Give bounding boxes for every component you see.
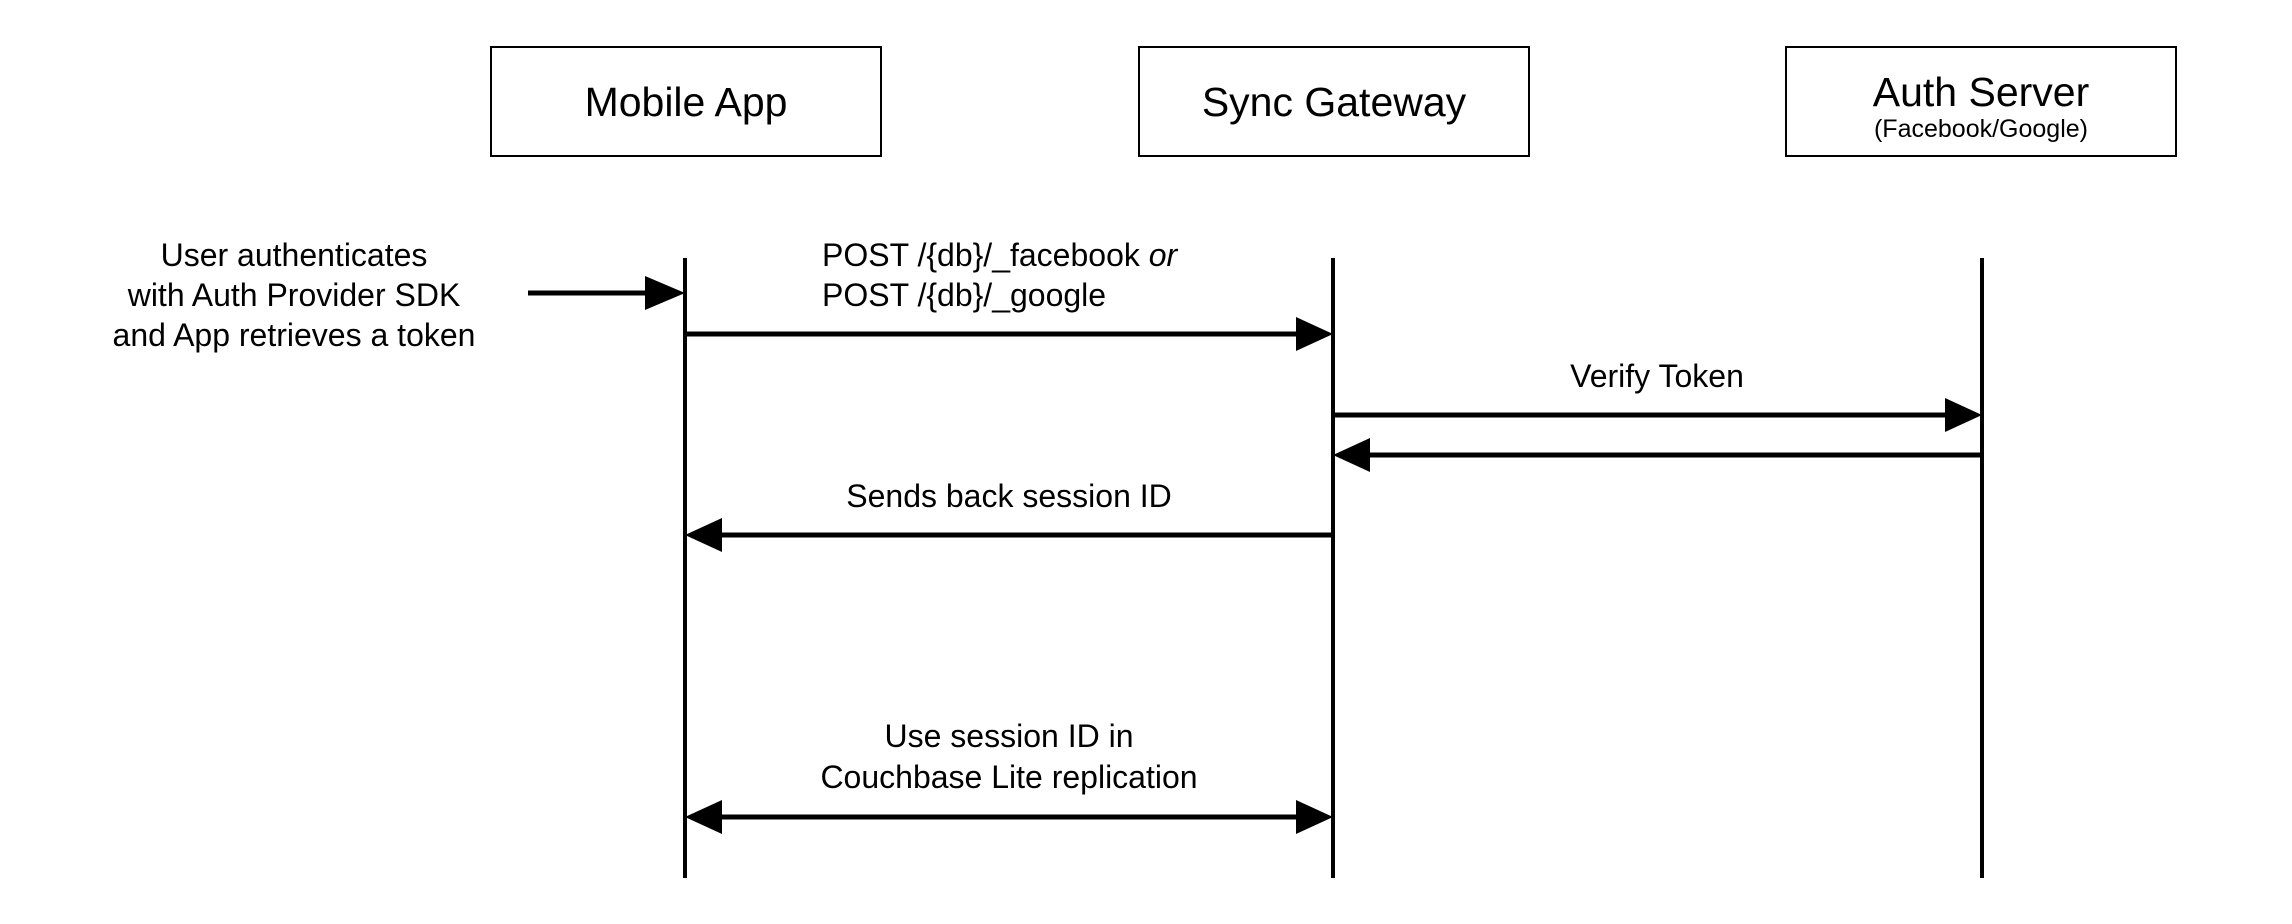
participant-sublabel: (Facebook/Google) <box>1874 115 2088 143</box>
arrow-sync-gateway-to-mobile-app <box>685 518 1333 552</box>
external-note-line-1: User authenticates <box>161 237 428 273</box>
participant-mobile-app: Mobile App <box>490 46 882 157</box>
arrow-auth-server-to-sync-gateway <box>1333 438 1982 472</box>
message-post-google: POST /{db}/_google <box>822 277 1106 313</box>
participant-box <box>490 46 882 157</box>
message-session-id: Sends back session ID <box>846 478 1172 514</box>
arrow-external-to-mobile-app <box>528 276 685 310</box>
arrow-mobile-app-to-sync-gateway <box>685 317 1333 351</box>
message-verify-token: Verify Token <box>1570 358 1744 394</box>
message-post-or: or <box>1149 237 1179 273</box>
participant-label: Auth Server <box>1873 69 2090 115</box>
participant-label: Mobile App <box>585 79 788 125</box>
external-note-line-2: with Auth Provider SDK <box>127 277 461 313</box>
participant-box <box>1785 46 2177 157</box>
participant-label: Sync Gateway <box>1202 79 1467 125</box>
message-replication-line-1: Use session ID in <box>885 718 1134 754</box>
participant-box <box>1138 46 1530 157</box>
message-post-facebook-prefix: POST /{db}/_facebook <box>822 237 1149 273</box>
message-post-facebook: POST /{db}/_facebook or <box>822 237 1179 273</box>
participant-sync-gateway: Sync Gateway <box>1138 46 1530 157</box>
participant-auth-server: Auth Server (Facebook/Google) <box>1785 46 2177 157</box>
arrow-sync-gateway-to-auth-server <box>1333 398 1982 432</box>
arrow-bidirectional-replication <box>685 800 1333 834</box>
message-replication-line-2: Couchbase Lite replication <box>820 759 1197 795</box>
external-note-line-3: and App retrieves a token <box>113 317 476 353</box>
